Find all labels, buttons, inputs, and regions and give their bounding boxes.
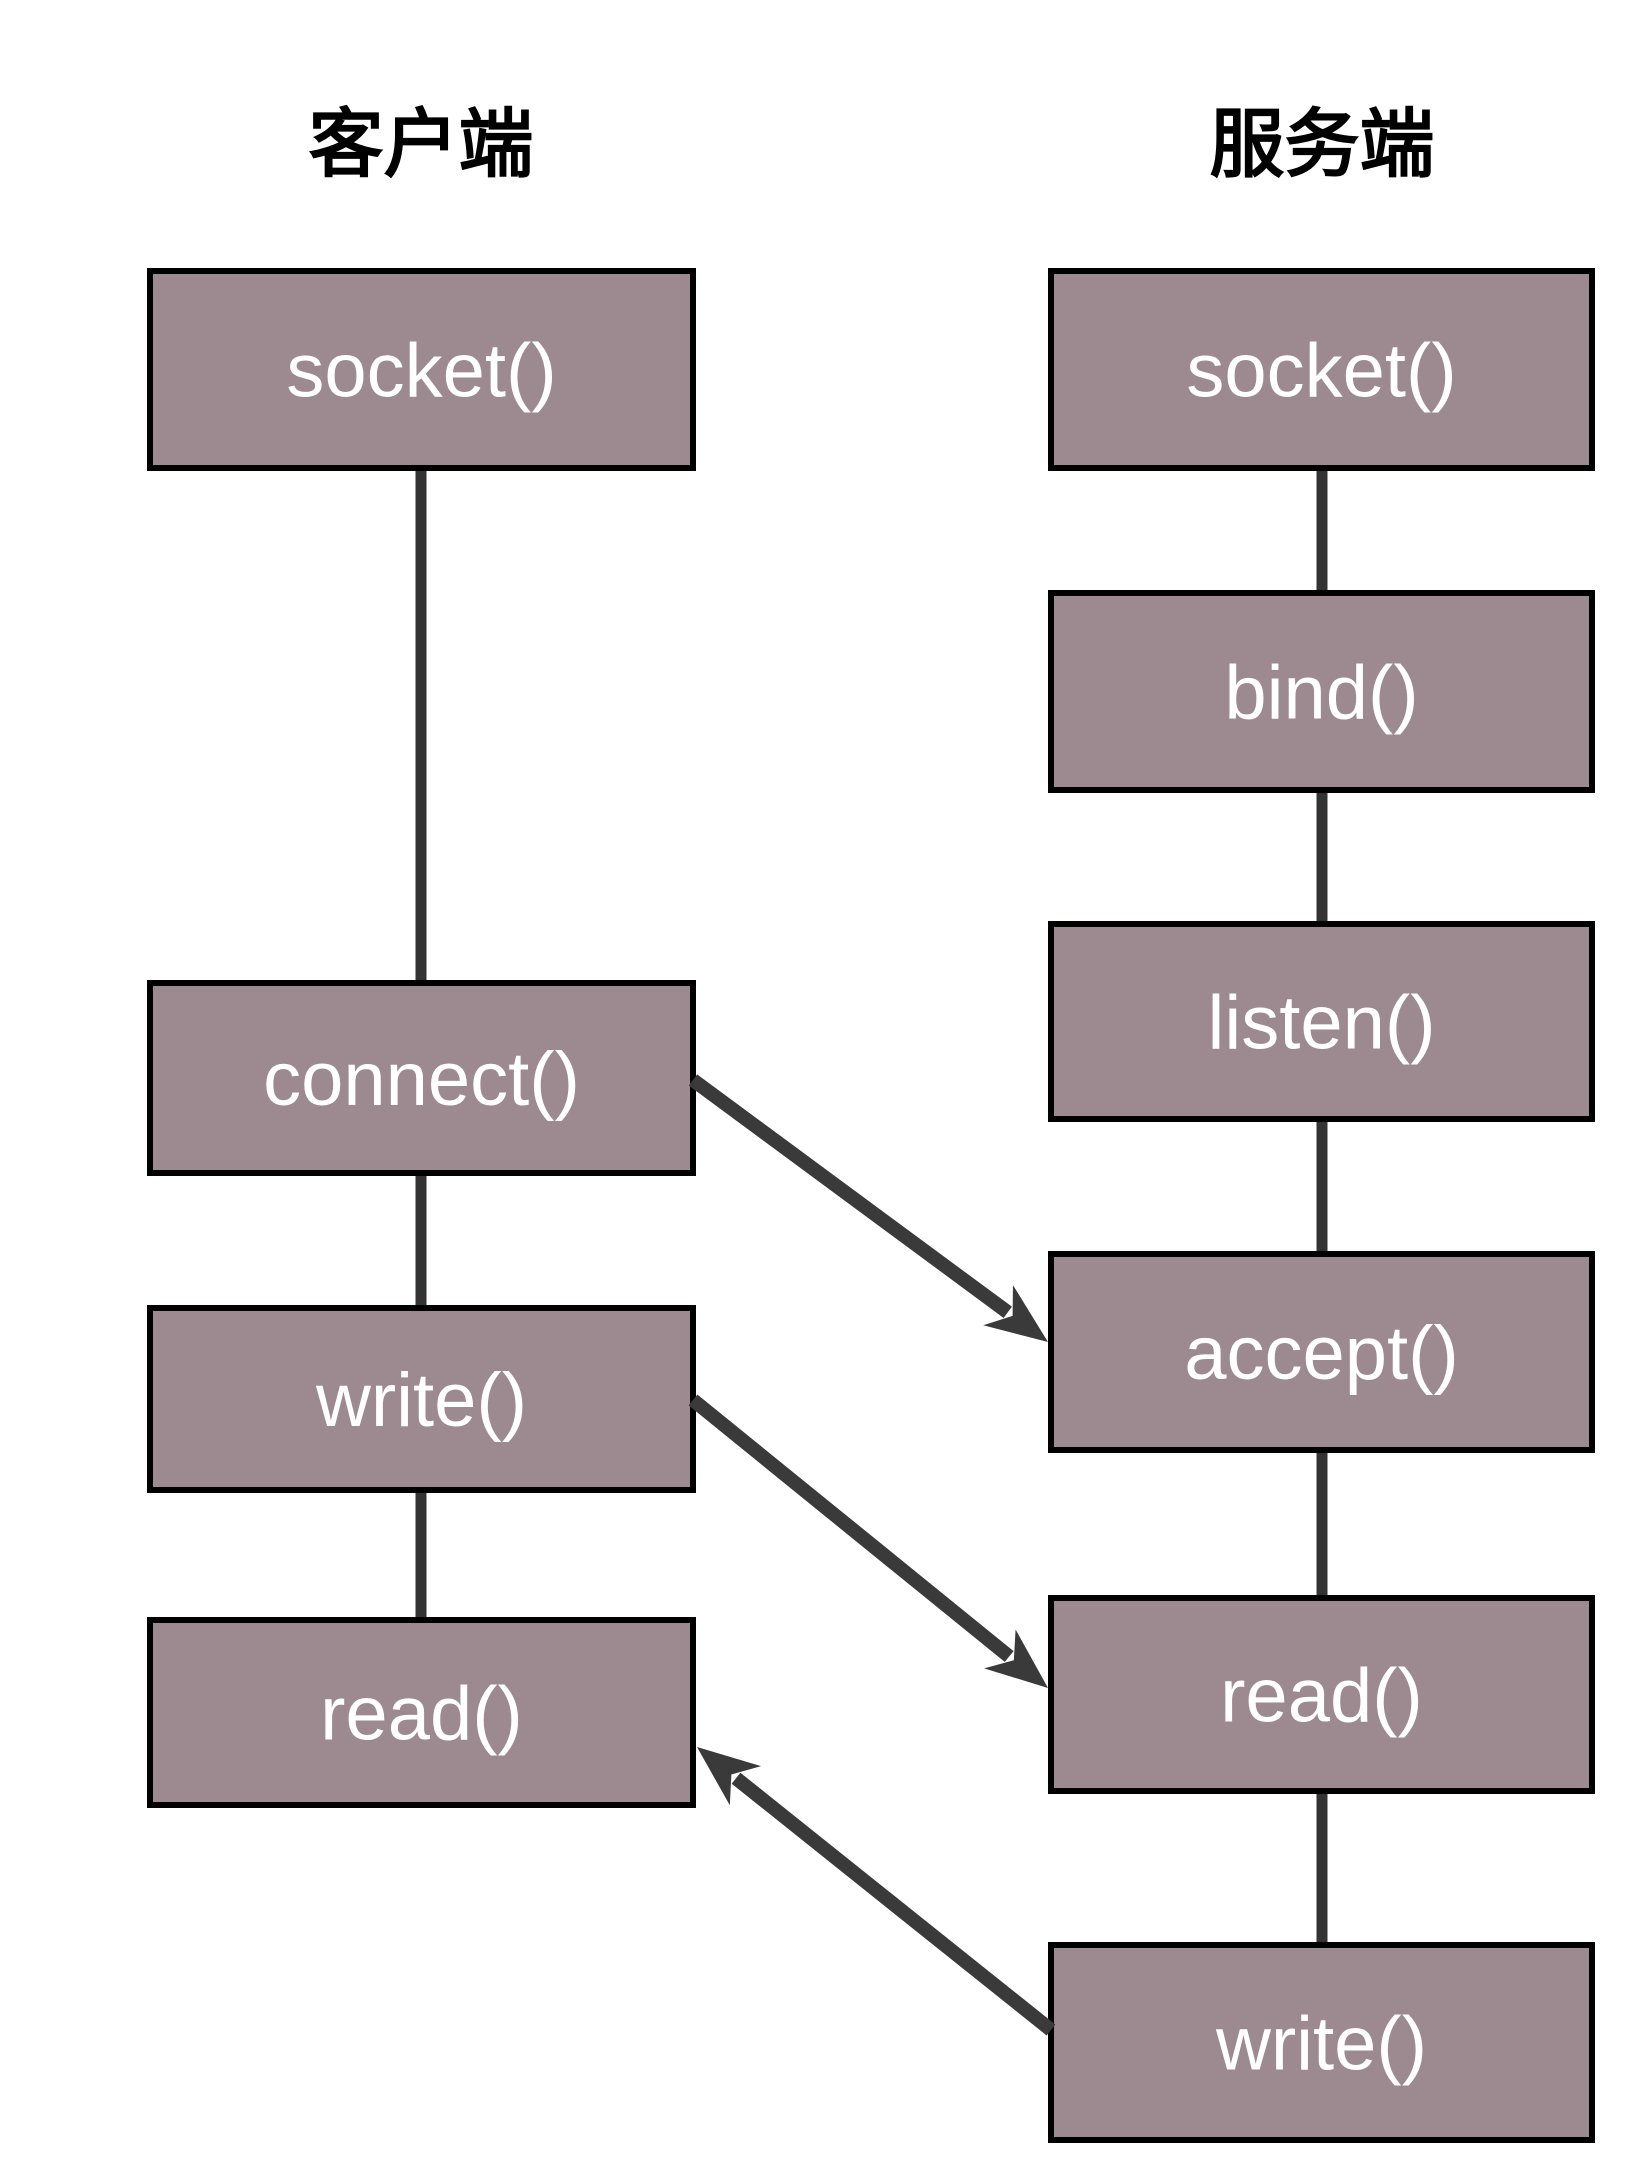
node-box xyxy=(147,1617,696,1808)
column-header-client: 客户端 xyxy=(308,102,533,186)
node-box xyxy=(1048,590,1595,793)
column-client: 客户端 socket() connect() write() read() xyxy=(147,102,696,1808)
message-arrow-write-to-read xyxy=(688,1394,1048,1688)
node-label: accept() xyxy=(1184,1311,1459,1396)
message-arrow-shaft xyxy=(731,1772,1056,2036)
node-box xyxy=(1048,1595,1595,1794)
node-client-read[interactable]: read() xyxy=(147,1617,696,1808)
message-arrow-server-write-to-client-read xyxy=(697,1747,1056,2036)
node-label: listen() xyxy=(1207,981,1435,1066)
node-server-bind[interactable]: bind() xyxy=(1048,590,1595,793)
node-server-write[interactable]: write() xyxy=(1048,1942,1595,2143)
message-arrow-group xyxy=(688,1074,1056,2036)
node-label: write() xyxy=(1215,2002,1427,2087)
node-server-accept[interactable]: accept() xyxy=(1048,1251,1595,1453)
node-box xyxy=(147,980,696,1176)
message-arrow-shaft xyxy=(688,1074,1012,1318)
node-label: bind() xyxy=(1224,651,1418,736)
node-box xyxy=(1048,268,1595,471)
node-box xyxy=(1048,1942,1595,2143)
node-box xyxy=(1048,921,1595,1122)
node-label: read() xyxy=(320,1672,523,1757)
node-label: socket() xyxy=(286,329,556,414)
message-arrowhead xyxy=(983,1285,1048,1342)
message-arrowhead xyxy=(984,1629,1048,1688)
column-server: 服务端 socket() bind() listen() accept() read() w… xyxy=(1048,102,1595,2143)
message-arrow-shaft xyxy=(688,1394,1014,1662)
node-client-write[interactable]: write() xyxy=(147,1305,696,1493)
node-box xyxy=(147,1305,696,1493)
node-label: socket() xyxy=(1186,329,1456,414)
message-arrow-connect-to-accept xyxy=(688,1074,1048,1342)
node-box xyxy=(1048,1251,1595,1453)
node-client-connect[interactable]: connect() xyxy=(147,980,696,1176)
node-label: connect() xyxy=(263,1037,580,1122)
column-header-server: 服务端 xyxy=(1209,102,1434,186)
node-server-socket[interactable]: socket() xyxy=(1048,268,1595,471)
node-label: write() xyxy=(315,1358,527,1443)
node-server-listen[interactable]: listen() xyxy=(1048,921,1595,1122)
node-server-read[interactable]: read() xyxy=(1048,1595,1595,1794)
node-box xyxy=(147,268,696,471)
node-client-socket[interactable]: socket() xyxy=(147,268,696,471)
message-arrowhead xyxy=(697,1747,762,1806)
node-label: read() xyxy=(1220,1654,1423,1739)
